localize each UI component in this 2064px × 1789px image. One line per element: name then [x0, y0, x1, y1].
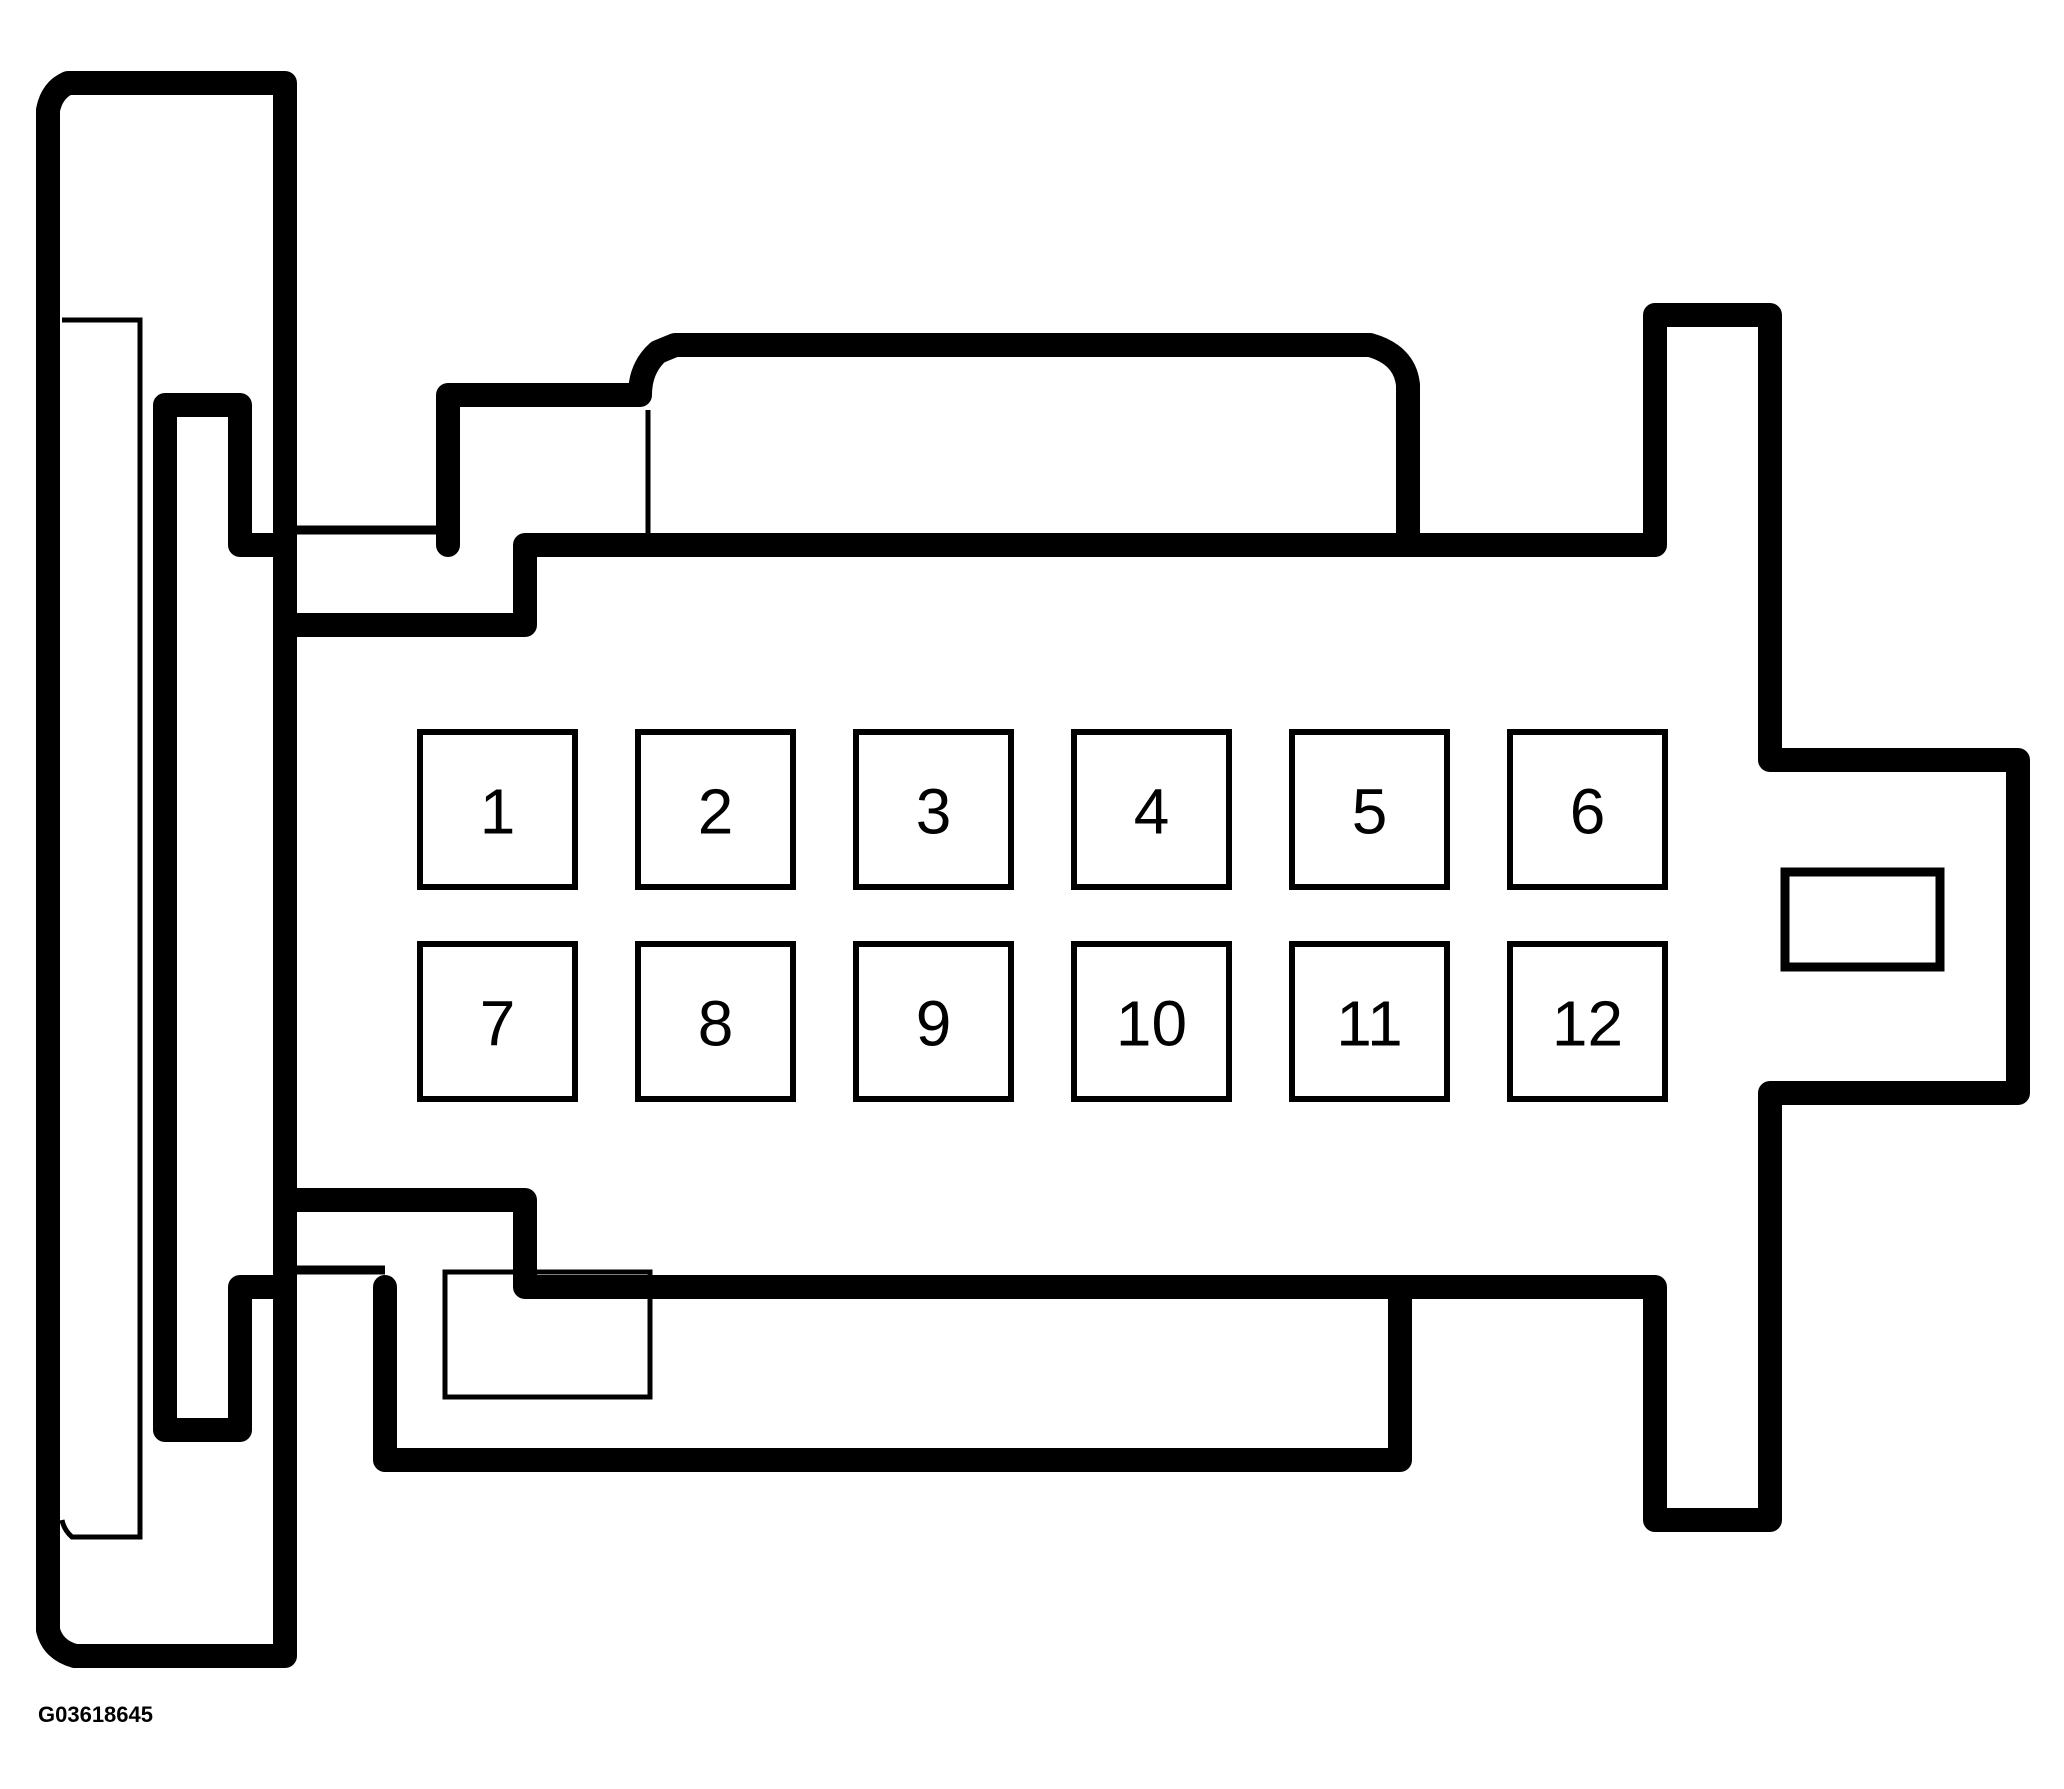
left-flange-outline: [36, 71, 297, 1668]
lower-latch-outline: [373, 1275, 1412, 1472]
pin-cavity-3: [853, 729, 1014, 890]
pin-cavity-5: [1289, 729, 1450, 890]
pin-cavity-9: [853, 941, 1014, 1102]
pin-label-3: 3: [916, 776, 952, 848]
pin-cavity-8: [635, 941, 796, 1102]
upper-latch-outline: [436, 333, 1420, 557]
pin-label-6: 6: [1570, 776, 1606, 848]
pin-label-12: 12: [1552, 988, 1623, 1060]
pin-label-8: 8: [698, 988, 734, 1060]
pin-label-10: 10: [1116, 988, 1187, 1060]
pin-cavity-6: [1507, 729, 1668, 890]
pin-cavity-7: [417, 941, 578, 1102]
pin-label-7: 7: [480, 988, 516, 1060]
pin-cavity-10: [1071, 941, 1232, 1102]
flange-inner-strip: [59, 317, 143, 1540]
step-plate-outline: [153, 393, 297, 1442]
lower-latch-inner-rect: [442, 1269, 653, 1400]
pin-label-4: 4: [1134, 776, 1170, 848]
pin-cavity-2: [635, 729, 796, 890]
right-side-slot: [1780, 867, 1945, 972]
pin-cavity-11: [1289, 941, 1450, 1102]
pin-cavity-4: [1071, 729, 1232, 890]
pin-label-11: 11: [1336, 988, 1402, 1060]
pin-label-9: 9: [916, 988, 952, 1060]
pin-label-1: 1: [480, 776, 516, 848]
reference-code: G03618645: [38, 1702, 153, 1727]
pin-cavity-12: [1507, 941, 1668, 1102]
pin-cavity-1: [417, 729, 578, 890]
housing-body-outline: [273, 303, 2030, 1532]
pin-label-5: 5: [1352, 776, 1388, 848]
pin-label-2: 2: [698, 776, 734, 848]
